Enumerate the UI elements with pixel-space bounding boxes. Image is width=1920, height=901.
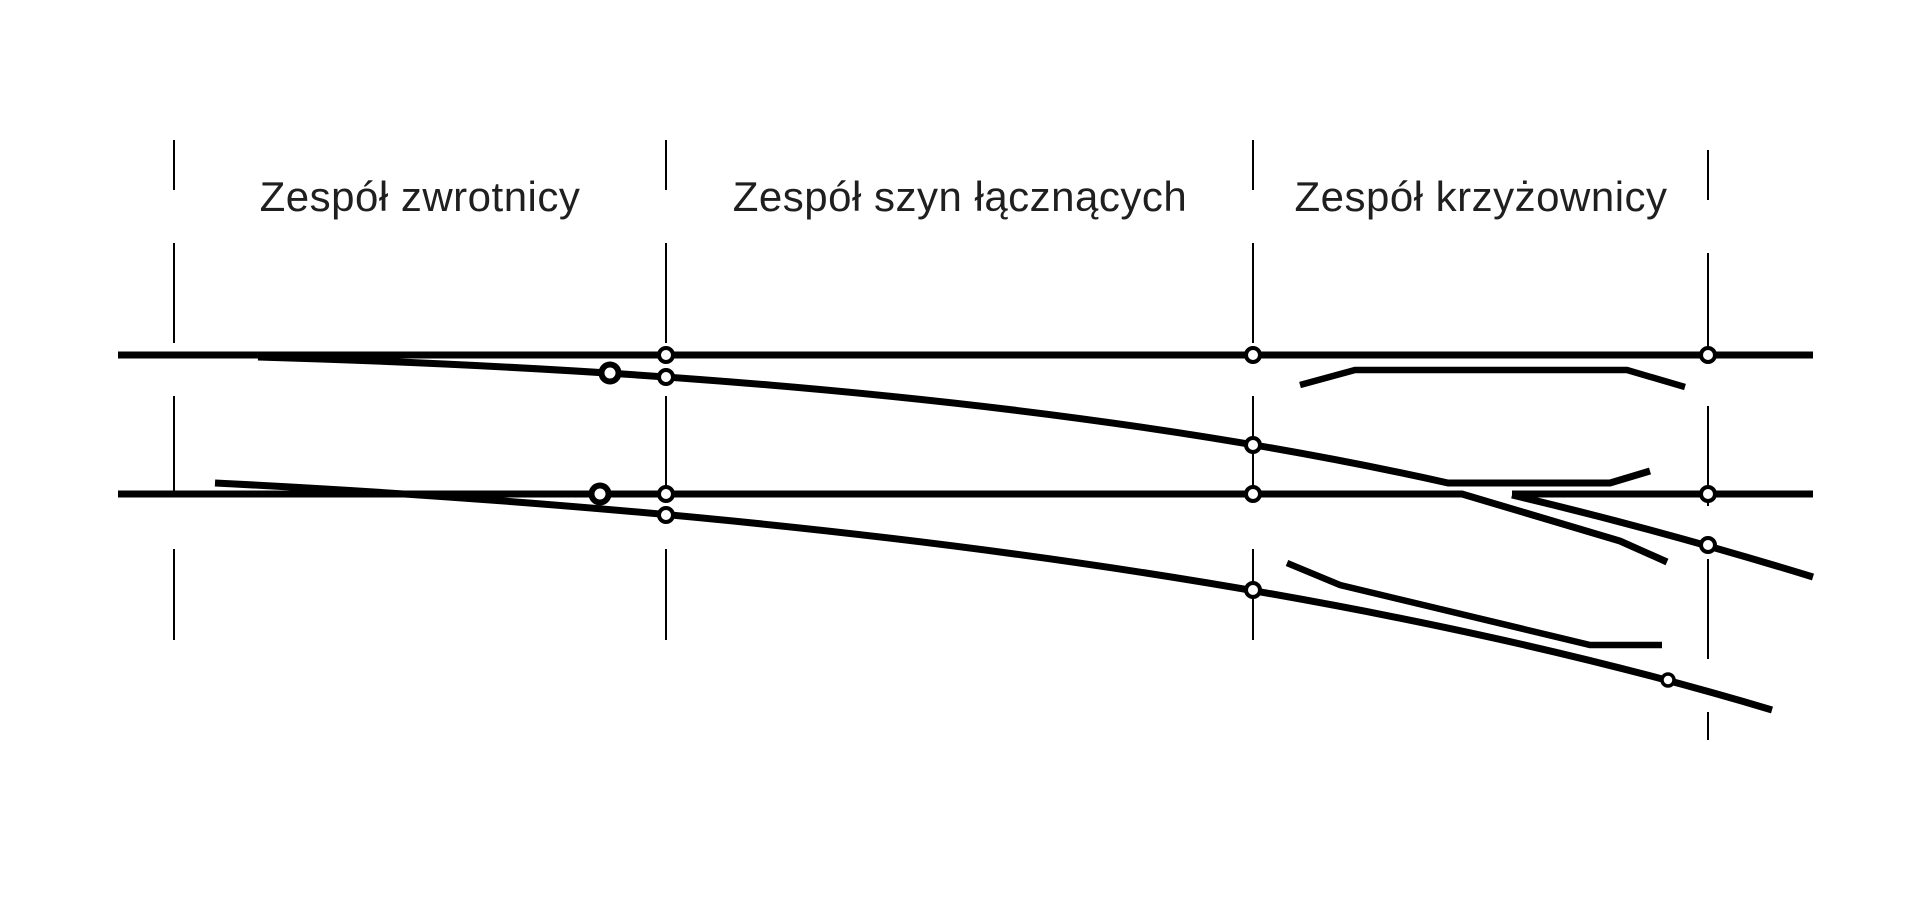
zone-label-closure-rails-assembly: Zespół szyn łącznących <box>732 173 1188 220</box>
rail-joint <box>1699 346 1717 364</box>
rail-joint <box>657 368 675 386</box>
rail-joint <box>1244 581 1262 599</box>
stock-rail-bottom-with-wing-rail <box>118 490 1669 566</box>
rail-joint <box>1699 536 1717 554</box>
rail-joint <box>1244 436 1262 454</box>
frog-diverging-leg <box>1511 491 1815 581</box>
rail-joint <box>657 346 675 364</box>
rail-joint <box>1244 346 1262 364</box>
blade-heel-joint-upper <box>598 361 622 385</box>
closure-rail-diverging-upper-with-wing-rail <box>257 353 1652 487</box>
zone-label-switch-assembly: Zespół zwrotnicy <box>259 173 581 220</box>
stock-rail-curved-lower <box>214 479 1774 714</box>
rail-joint <box>1660 672 1676 688</box>
check-rail-bottom <box>1285 559 1662 649</box>
rail-joint <box>1699 485 1717 503</box>
check-rail-top <box>1299 366 1686 391</box>
zone-label-crossing-assembly: Zespół krzyżownicy <box>1294 173 1668 220</box>
rail-joint <box>657 485 675 503</box>
blade-heel-joint-lower <box>588 482 612 506</box>
rail-joint <box>657 506 675 524</box>
rail-joint <box>1244 485 1262 503</box>
